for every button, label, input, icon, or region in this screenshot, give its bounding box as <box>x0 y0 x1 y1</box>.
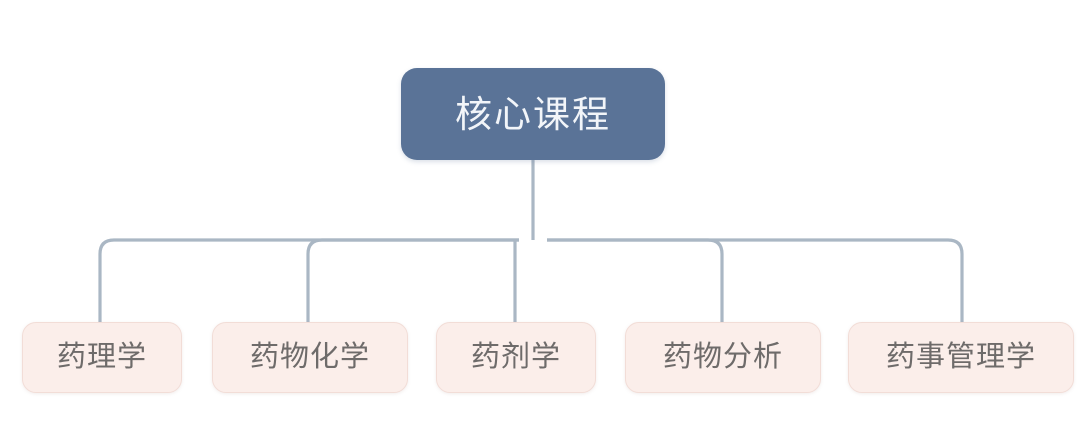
node-root-label: 核心课程 <box>455 93 611 135</box>
node-root[interactable]: 核心课程 <box>401 68 665 160</box>
node-child-medicinal-chemistry[interactable]: 药物化学 <box>212 322 408 393</box>
node-child-label: 药事管理学 <box>885 341 1036 373</box>
connector-branch-2 <box>306 238 519 322</box>
connector-branch-5 <box>547 238 964 322</box>
node-child-drug-analysis[interactable]: 药物分析 <box>625 322 821 393</box>
node-child-pharmacy-administration[interactable]: 药事管理学 <box>848 322 1074 393</box>
node-child-pharmacology[interactable]: 药理学 <box>22 322 182 393</box>
node-child-pharmaceutics[interactable]: 药剂学 <box>436 322 596 393</box>
node-child-label: 药剂学 <box>470 341 561 373</box>
node-child-label: 药物分析 <box>662 341 783 373</box>
connector-branch-1 <box>98 238 519 322</box>
node-child-label: 药物化学 <box>249 341 370 373</box>
connector-branch-4 <box>547 238 724 322</box>
node-child-label: 药理学 <box>56 341 147 373</box>
